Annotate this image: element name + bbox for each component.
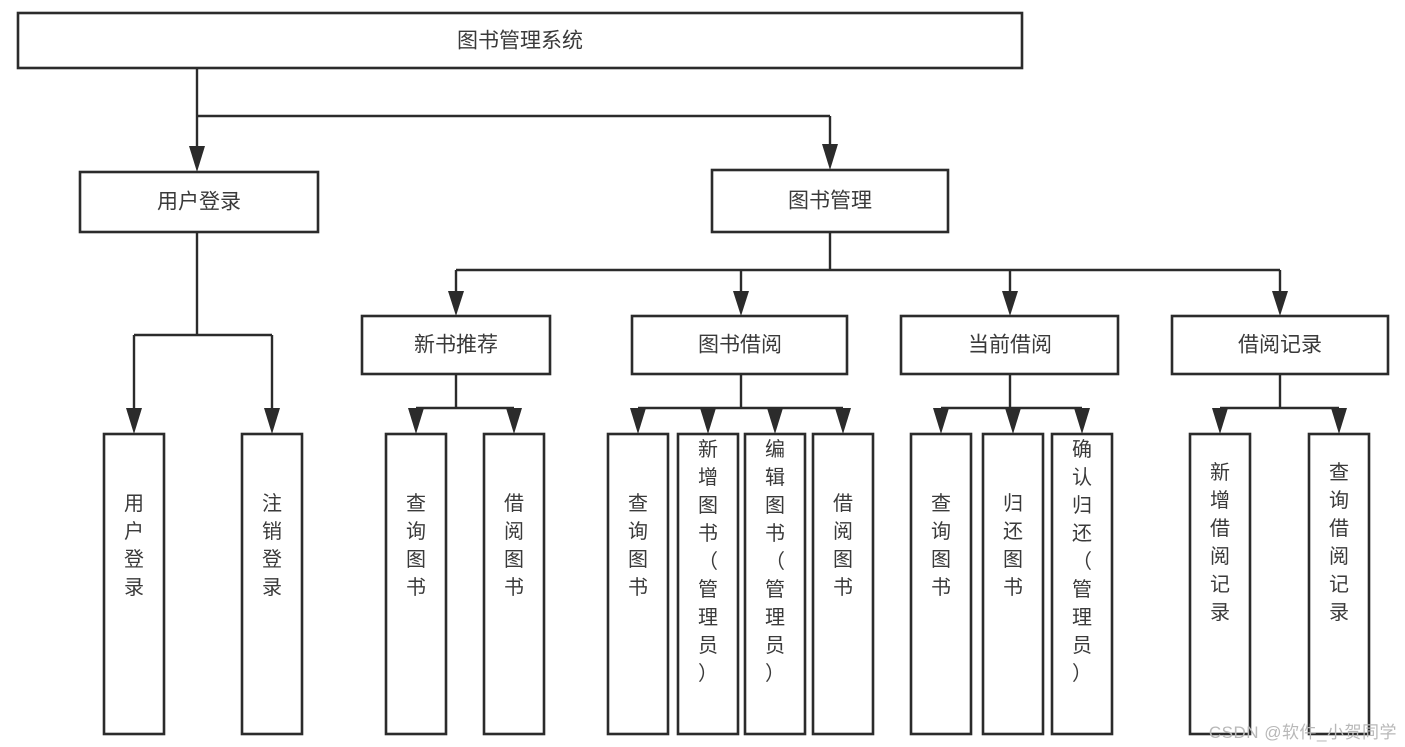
node-leaf-user-login-label: 用户登录 [124,493,144,599]
node-book-manage-label: 图书管理 [788,190,872,213]
node-leaf-return-book-box[interactable] [981,432,1045,736]
node-leaf-query-record-label: 查询借阅记录 [1329,461,1349,624]
arrow-head-leaf-query-record [1331,408,1347,434]
node-leaf-borrow-book-1[interactable]: 借阅图书 [482,432,546,736]
node-leaf-query-book-2-box[interactable] [606,432,670,736]
arrow-head-leaf-add-book [700,408,716,434]
node-leaf-query-record-box[interactable] [1307,432,1371,736]
arrow-head-current-borrow [1002,291,1018,316]
node-leaf-edit-book-label: 编辑图书（管理员） [765,438,785,685]
node-book-borrow-box[interactable] [630,314,849,376]
node-root-box[interactable] [16,11,1024,70]
node-leaf-query-book-3[interactable]: 查询图书 [909,432,973,736]
arrow-head-leaf-borrow-book-1 [506,408,522,434]
node-leaf-query-book-1-box[interactable] [384,432,448,736]
node-borrow-record[interactable]: 借阅记录 [1170,314,1390,376]
node-new-book-recommend[interactable]: 新书推荐 [360,314,552,376]
node-leaf-confirm-return-label: 确认归还（管理员） [1072,438,1092,685]
arrow-head-leaf-confirm-return [1074,408,1090,434]
arrow-head-new-book-recommend [448,291,464,316]
node-leaf-borrow-book-2[interactable]: 借阅图书 [811,432,875,736]
node-leaf-query-record[interactable]: 查询借阅记录 [1307,432,1371,736]
node-leaf-user-logout-box[interactable] [240,432,304,736]
arrow-head-leaf-return-book [1005,408,1021,434]
node-book-manage-box[interactable] [710,168,950,234]
node-leaf-return-book-label: 归还图书 [1003,492,1023,599]
node-leaf-confirm-return[interactable]: 确认归还（管理员） [1050,432,1114,736]
node-leaf-add-record-label: 新增借阅记录 [1210,461,1230,624]
arrow-head-user-login [189,146,205,172]
node-book-borrow[interactable]: 图书借阅 [630,314,849,376]
node-user-login-label: 用户登录 [157,191,241,214]
node-leaf-edit-book-box[interactable] [743,432,807,736]
arrow-head-leaf-query-book-2 [630,408,646,434]
arrow-head-leaf-add-record [1212,408,1228,434]
node-borrow-record-label: 借阅记录 [1238,334,1322,357]
arrow-head-leaf-user-logout [264,408,280,434]
node-leaf-query-book-1-label: 查询图书 [406,492,426,599]
node-leaf-user-login[interactable]: 用户登录 [102,432,166,736]
node-root[interactable]: 图书管理系统 [16,11,1024,70]
arrow-head-leaf-query-book-1 [408,408,424,434]
arrow-head-book-borrow [733,291,749,316]
node-leaf-edit-book[interactable]: 编辑图书（管理员） [743,432,807,736]
arrow-head-book-manage [822,144,838,170]
node-leaf-borrow-book-2-box[interactable] [811,432,875,736]
node-leaf-confirm-return-box[interactable] [1050,432,1114,736]
node-leaf-user-logout[interactable]: 注销登录 [240,432,304,736]
arrow-head-borrow-record [1272,291,1288,316]
node-leaf-user-login-box[interactable] [102,432,166,736]
node-new-book-recommend-label: 新书推荐 [414,334,498,357]
node-leaf-add-record-box[interactable] [1188,432,1252,736]
node-leaf-query-book-3-label: 查询图书 [931,492,951,599]
node-leaf-borrow-book-1-label: 借阅图书 [504,492,524,599]
node-leaf-query-book-1[interactable]: 查询图书 [384,432,448,736]
node-borrow-record-box[interactable] [1170,314,1390,376]
node-leaf-borrow-book-1-box[interactable] [482,432,546,736]
node-new-book-recommend-box[interactable] [360,314,552,376]
arrow-head-leaf-user-login [126,408,142,434]
node-leaf-add-book[interactable]: 新增图书（管理员） [676,432,740,736]
node-leaf-return-book[interactable]: 归还图书 [981,432,1045,736]
node-leaf-add-book-label: 新增图书（管理员） [698,438,718,685]
node-root-label: 图书管理系统 [457,30,583,53]
arrow-head-leaf-query-book-3 [933,408,949,434]
node-current-borrow[interactable]: 当前借阅 [899,314,1120,376]
connector-layer [126,68,1347,434]
node-current-borrow-box[interactable] [899,314,1120,376]
node-leaf-add-record[interactable]: 新增借阅记录 [1188,432,1252,736]
node-book-manage[interactable]: 图书管理 [710,168,950,234]
node-current-borrow-label: 当前借阅 [968,334,1052,357]
node-book-borrow-label: 图书借阅 [698,334,782,357]
node-leaf-user-logout-label: 注销登录 [262,492,282,599]
node-leaf-borrow-book-2-label: 借阅图书 [833,492,853,599]
arrow-head-leaf-borrow-book-2 [835,408,851,434]
node-user-login-box[interactable] [78,170,320,234]
node-user-login[interactable]: 用户登录 [78,170,320,234]
arrow-head-leaf-edit-book [767,408,783,434]
node-leaf-query-book-2[interactable]: 查询图书 [606,432,670,736]
node-leaf-query-book-3-box[interactable] [909,432,973,736]
node-leaf-query-book-2-label: 查询图书 [628,492,648,599]
node-leaf-add-book-box[interactable] [676,432,740,736]
